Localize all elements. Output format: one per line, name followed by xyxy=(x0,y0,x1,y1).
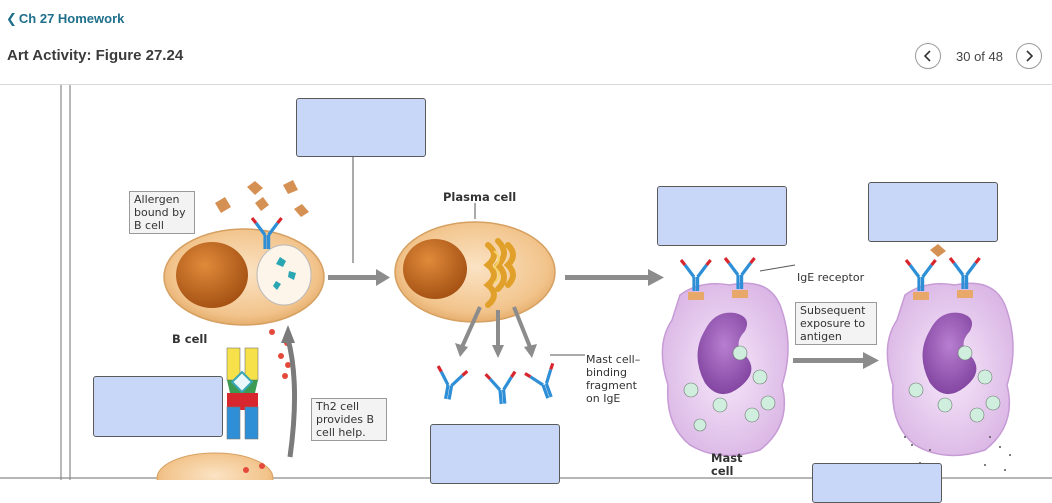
page-title: Art Activity: Figure 27.24 xyxy=(7,47,184,64)
drop-target-bottom-right[interactable] xyxy=(812,463,942,503)
chevron-left-icon: ❮ xyxy=(6,11,17,26)
label-allergen-bound: Allergen bound by B cell xyxy=(129,191,195,234)
drop-target-bottom-middle[interactable] xyxy=(430,424,560,484)
pager: 30 of 48 xyxy=(915,42,1042,70)
page-count: 30 of 48 xyxy=(956,48,1003,64)
previous-button[interactable] xyxy=(915,43,941,69)
label-mast-cell: Mast cell xyxy=(711,451,743,478)
label-ige-receptor: IgE receptor xyxy=(797,271,865,284)
label-plasma-cell: Plasma cell xyxy=(443,190,517,204)
label-b-cell: B cell xyxy=(172,332,208,346)
chevron-left-icon xyxy=(923,50,931,62)
drop-target-subsequent-exposure[interactable] xyxy=(868,182,998,242)
drop-target-mast-sensitization[interactable] xyxy=(657,186,787,246)
figure-area: Allergen bound by B cell B cell Plasma c… xyxy=(0,85,1052,503)
drop-target-top[interactable] xyxy=(296,98,426,157)
chevron-right-icon xyxy=(1026,50,1034,62)
back-link[interactable]: ❮Ch 27 Homework xyxy=(6,11,124,27)
label-th2-help: Th2 cell provides B cell help. xyxy=(311,398,387,441)
figure-illustration xyxy=(0,85,1052,480)
header: ❮Ch 27 Homework Art Activity: Figure 27.… xyxy=(0,0,1052,85)
drop-target-left[interactable] xyxy=(93,376,223,437)
back-link-label: Ch 27 Homework xyxy=(18,11,125,26)
label-subsequent-exposure: Subsequent exposure to antigen xyxy=(795,302,877,345)
label-mast-binding-fragment: Mast cell–binding fragment on IgE xyxy=(586,353,641,405)
next-button[interactable] xyxy=(1016,43,1042,69)
